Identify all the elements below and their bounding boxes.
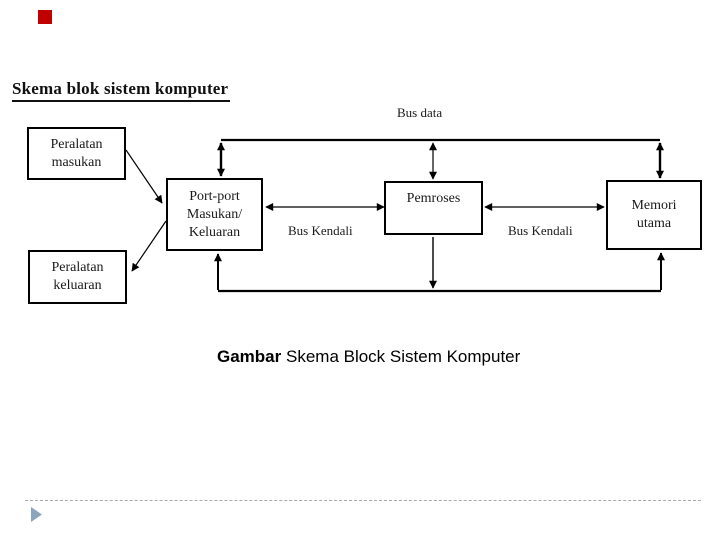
accent-square-shape bbox=[38, 10, 52, 24]
footer-triangle-shape bbox=[31, 507, 42, 522]
box-peralatan-masukan: Peralatan masukan bbox=[27, 127, 126, 180]
figure-caption-prefix: Gambar bbox=[217, 347, 282, 366]
arrow-masukan-port bbox=[125, 149, 163, 204]
footer-divider bbox=[25, 500, 701, 501]
box-peralatan-keluaran-line1: Peralatan bbox=[51, 260, 104, 275]
box-memori-utama: Memori utama bbox=[606, 180, 702, 250]
box-peralatan-keluaran-line2: keluaran bbox=[53, 278, 102, 293]
box-peralatan-keluaran: Peralatan keluaran bbox=[28, 250, 127, 304]
box-pemroses-label: Pemroses bbox=[406, 191, 461, 206]
box-port-io-line3: Keluaran bbox=[188, 224, 241, 240]
page-title: Skema blok sistem komputer bbox=[12, 79, 231, 102]
figure-caption: Gambar Skema Block Sistem Komputer bbox=[217, 347, 520, 367]
box-memori-utama-line1: Memori bbox=[631, 198, 677, 213]
page-title-text: Skema blok sistem komputer bbox=[12, 79, 231, 102]
arrow-port-keluaran bbox=[131, 220, 167, 272]
box-memori-utama-line2: utama bbox=[636, 216, 672, 231]
accent-square-icon bbox=[38, 10, 52, 24]
figure-caption-rest: Skema Block Sistem Komputer bbox=[285, 347, 521, 366]
box-port-io: Port-port Masukan/ Keluaran bbox=[166, 178, 263, 251]
bus-kendali-left-label: Bus Kendali bbox=[288, 223, 353, 238]
box-peralatan-masukan-line1: Peralatan bbox=[50, 136, 103, 152]
bus-kendali-right-label: Bus Kendali bbox=[508, 223, 573, 238]
box-port-io-line2: Masukan/ bbox=[186, 206, 243, 222]
box-port-io-line1: Port-port bbox=[189, 188, 240, 204]
box-peralatan-masukan-line2: masukan bbox=[51, 154, 102, 170]
box-pemroses: Pemroses bbox=[384, 181, 483, 235]
footer-triangle-icon bbox=[31, 507, 42, 522]
bus-data-label: Bus data bbox=[397, 105, 443, 120]
